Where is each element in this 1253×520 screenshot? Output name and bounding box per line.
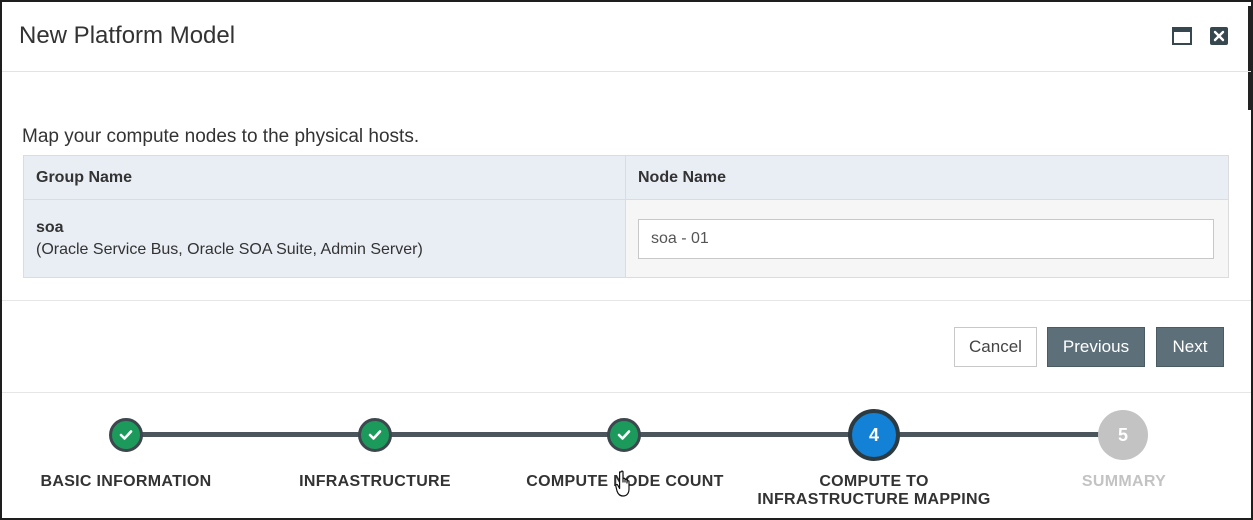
intro-text: Map your compute nodes to the physical h… xyxy=(22,126,420,147)
column-header-node-name: Node Name xyxy=(625,155,1229,200)
close-button[interactable] xyxy=(1209,27,1229,45)
step-label-infrastructure: INFRASTRUCTURE xyxy=(299,473,451,490)
table-row: soa (Oracle Service Bus, Oracle SOA Suit… xyxy=(23,199,1229,278)
node-name-input[interactable] xyxy=(638,218,1214,259)
check-icon xyxy=(119,430,133,440)
check-icon xyxy=(617,430,631,440)
step-2-marker xyxy=(358,418,392,452)
close-icon xyxy=(1210,27,1228,45)
table-header-row: Group Name Node Name xyxy=(23,155,1229,200)
check-icon xyxy=(368,430,382,440)
previous-button[interactable]: Previous xyxy=(1047,327,1145,367)
body-divider xyxy=(2,300,1251,301)
dialog-edge-shadow xyxy=(1248,6,1253,110)
dialog-header: New Platform Model xyxy=(2,2,1251,72)
step-1-marker xyxy=(109,418,143,452)
hand-pointer-icon xyxy=(615,470,630,497)
group-name: soa xyxy=(36,218,64,236)
group-components: (Oracle Service Bus, Oracle SOA Suite, A… xyxy=(36,240,423,258)
node-cell xyxy=(625,199,1229,278)
step-label-compute-to-infrastructure-mapping: COMPUTE TO INFRASTRUCTURE MAPPING xyxy=(757,473,991,508)
group-cell: soa (Oracle Service Bus, Oracle SOA Suit… xyxy=(23,199,626,278)
dialog-title: New Platform Model xyxy=(19,22,236,49)
footer-divider xyxy=(2,392,1251,393)
window-maximize-icon xyxy=(1172,27,1192,45)
mapping-table: Group Name Node Name soa (Oracle Service… xyxy=(23,155,1229,278)
step-5-marker: 5 xyxy=(1098,410,1148,460)
next-button[interactable]: Next xyxy=(1156,327,1224,367)
step-label-summary: SUMMARY xyxy=(1081,473,1167,490)
step-3-marker xyxy=(607,418,641,452)
maximize-button[interactable] xyxy=(1172,27,1192,45)
cancel-button[interactable]: Cancel xyxy=(954,327,1037,367)
column-header-group-name: Group Name xyxy=(23,155,626,200)
step-4-marker: 4 xyxy=(848,409,900,461)
step-label-basic-information: BASIC INFORMATION xyxy=(40,473,212,490)
